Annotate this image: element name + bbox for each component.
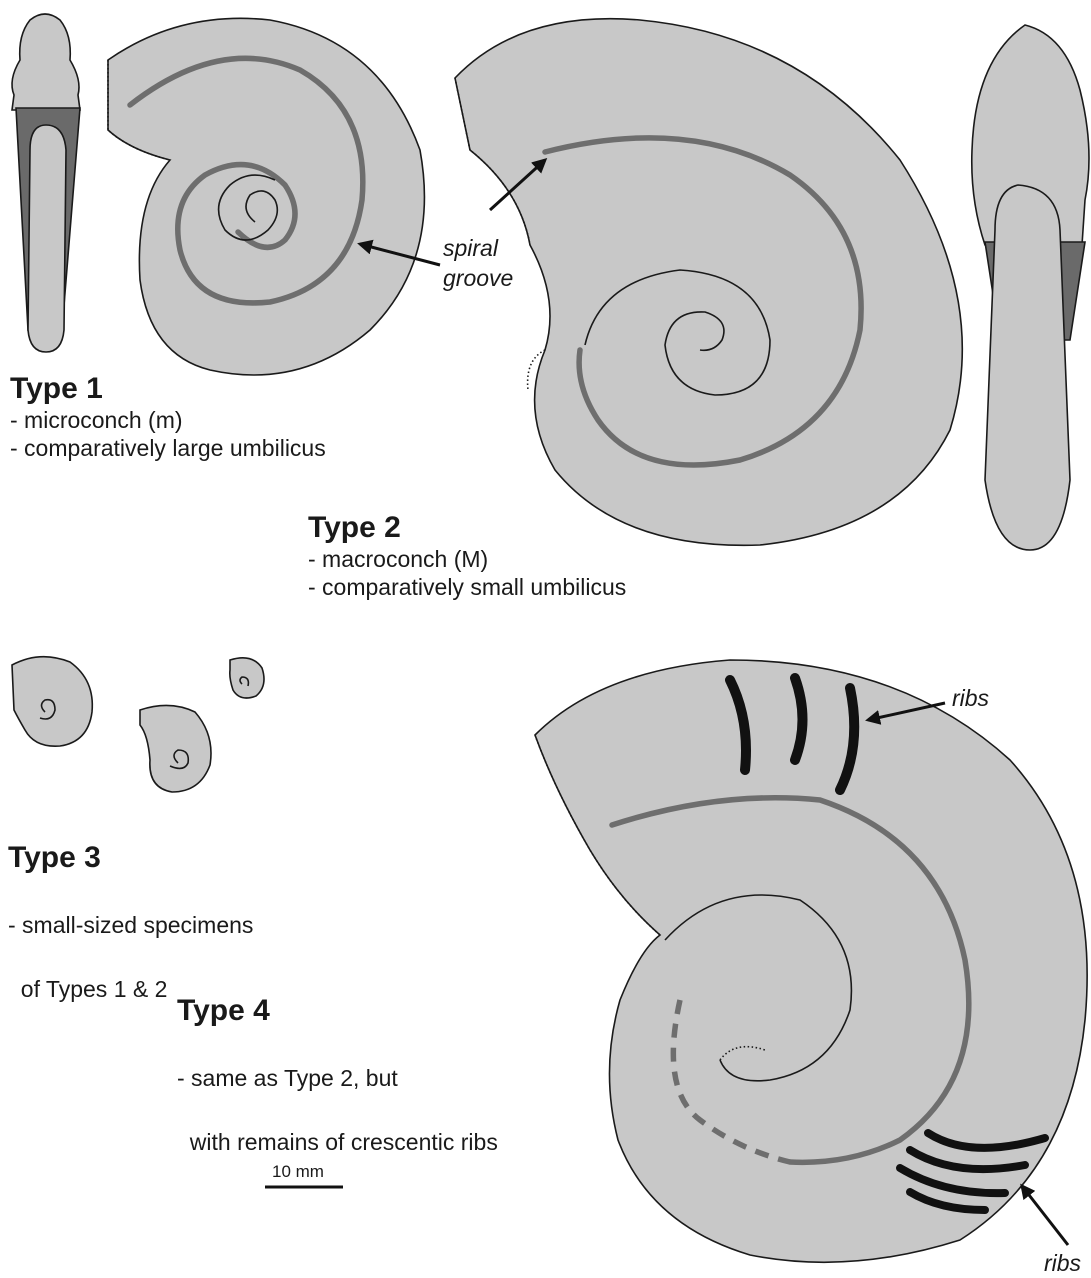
type1-title: Type 1: [10, 372, 326, 406]
type4-lateral-view: [535, 660, 1087, 1262]
type3-small-specimens: [12, 657, 264, 792]
type1-line-2: - comparatively large umbilicus: [10, 434, 326, 462]
spiral-groove-label: spiral groove: [443, 233, 513, 293]
spiral-groove-label-line-1: spiral: [443, 233, 513, 263]
type1-line-1: - microconch (m): [10, 406, 326, 434]
type2-title: Type 2: [308, 511, 626, 545]
type2-line-1: - macroconch (M): [308, 545, 626, 573]
type4-line-2: with remains of crescentic ribs: [177, 1128, 498, 1156]
type4-line-1: - same as Type 2, but: [177, 1064, 498, 1092]
scale-bar-label: 10 mm: [272, 1162, 324, 1182]
type2-cross-section: [972, 25, 1089, 550]
type1-lateral-view: [108, 18, 424, 375]
type4-caption: Type 4 - same as Type 2, but with remain…: [177, 958, 498, 1174]
ribs-label-top: ribs: [952, 683, 989, 713]
ribs-label-bottom: ribs: [1044, 1248, 1081, 1278]
type2-lateral-view: [455, 19, 962, 546]
type2-line-2: - comparatively small umbilicus: [308, 573, 626, 601]
type4-title: Type 4: [177, 994, 498, 1028]
arrow-ribs-bottom: [1022, 1186, 1068, 1245]
spiral-groove-label-line-2: groove: [443, 263, 513, 293]
type3-line-1: - small-sized specimens: [8, 911, 253, 939]
type3-title: Type 3: [8, 841, 253, 875]
type1-caption: Type 1 - microconch (m) - comparatively …: [10, 372, 326, 462]
type2-caption: Type 2 - macroconch (M) - comparatively …: [308, 511, 626, 601]
type1-cross-section: [12, 14, 80, 352]
